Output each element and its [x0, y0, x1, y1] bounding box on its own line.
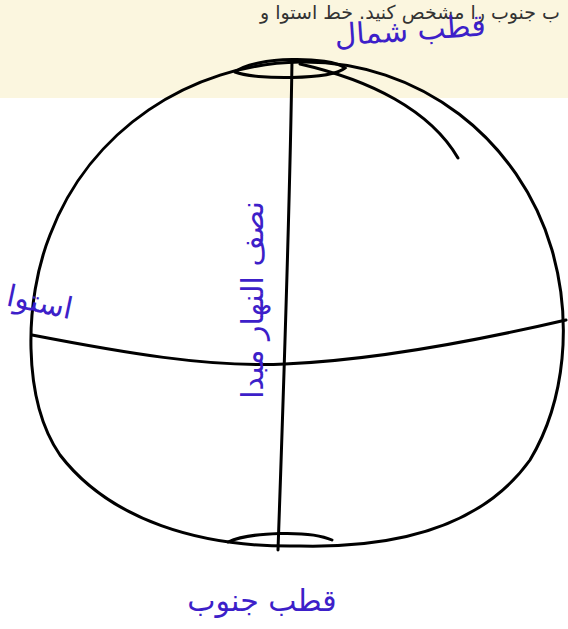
meridian-arc — [300, 64, 458, 158]
south-cap — [228, 533, 332, 542]
south-pole-label: قطب جنوب — [187, 584, 336, 617]
equator-label: استوا — [4, 279, 76, 325]
prime-meridian-label: نصف النهار مبدا — [236, 201, 269, 399]
north-cap — [235, 59, 345, 77]
globe-outline — [31, 62, 563, 546]
equator-line — [32, 320, 566, 365]
prime-meridian-line — [278, 60, 292, 550]
